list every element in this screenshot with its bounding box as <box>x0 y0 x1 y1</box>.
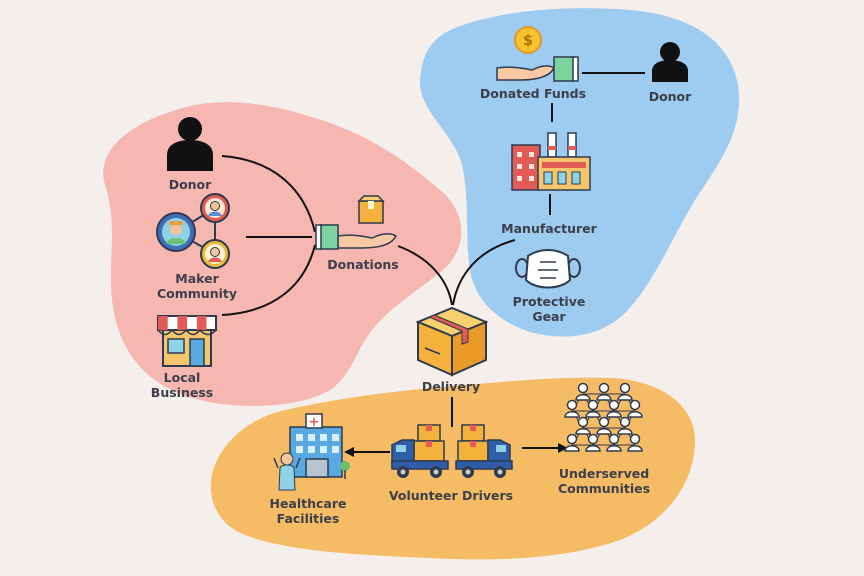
storefront-icon <box>157 315 217 367</box>
underserved-label: Underserved Communities <box>558 466 650 496</box>
crowd-person <box>606 399 622 418</box>
protective-gear-label-line2: Gear <box>532 309 566 324</box>
crowd-person <box>564 433 580 452</box>
crowd-person <box>585 399 601 418</box>
crowd-person <box>617 416 633 435</box>
face-mask-icon <box>515 249 581 289</box>
connector-business-donations <box>221 244 316 316</box>
box-icon <box>415 306 489 377</box>
donated-funds-label: Donated Funds <box>479 86 587 101</box>
healthcare-label: Healthcare Facilities <box>269 496 346 526</box>
truck-icon <box>391 424 449 478</box>
connector-donations-delivery <box>397 245 453 306</box>
crowd-person <box>564 399 580 418</box>
crowd-person <box>617 382 633 401</box>
crowd-person <box>627 399 643 418</box>
crowd-person <box>575 416 591 435</box>
protective-gear-label-line1: Protective <box>512 294 586 309</box>
person-icon <box>652 42 688 82</box>
donor-left-label: Donor <box>168 177 212 192</box>
crowd-person <box>627 433 643 452</box>
person-icon <box>167 117 213 171</box>
manufacturer-label: Manufacturer <box>501 221 597 236</box>
maker-community-label-line1: Maker <box>175 271 219 286</box>
hand-with-coin-icon: $ <box>496 26 579 82</box>
network-people-icon <box>156 193 230 269</box>
connector-donor-donations <box>221 155 316 233</box>
donations-label: Donations <box>327 257 399 272</box>
underserved-label-line1: Underserved <box>558 466 650 481</box>
protective-gear-label: Protective Gear <box>513 294 586 324</box>
coin-symbol: $ <box>523 33 533 49</box>
arrowhead-left <box>344 447 354 457</box>
delivery-label: Delivery <box>421 379 481 394</box>
crowd-person <box>606 433 622 452</box>
maker-community-label-line2: Community <box>156 286 238 301</box>
connector-manufacturer-delivery <box>452 239 516 306</box>
delivery-region <box>210 377 695 560</box>
crowd-person <box>585 433 601 452</box>
donor-region <box>103 102 462 406</box>
arrowhead-right <box>558 443 568 453</box>
truck-icon <box>455 424 513 478</box>
underserved-label-line2: Communities <box>557 481 651 496</box>
local-business-label-line2: Business <box>150 385 214 400</box>
local-business-label-line1: Local <box>163 370 201 385</box>
donor-right-label: Donor <box>648 89 692 104</box>
local-business-label: Local Business <box>151 370 213 400</box>
hospital-cross: + <box>309 415 320 430</box>
hand-with-box-icon <box>315 195 397 250</box>
crowd-person <box>575 382 591 401</box>
hospital-icon: + <box>273 413 350 491</box>
crowd-icon <box>564 382 643 452</box>
healthcare-label-line1: Healthcare <box>269 496 347 511</box>
volunteer-drivers-label: Volunteer Drivers <box>388 488 514 503</box>
maker-community-label: Maker Community <box>157 271 237 301</box>
healthcare-label-line2: Facilities <box>276 511 340 526</box>
factory-icon <box>511 132 591 191</box>
crowd-person <box>596 416 612 435</box>
crowd-person <box>596 382 612 401</box>
